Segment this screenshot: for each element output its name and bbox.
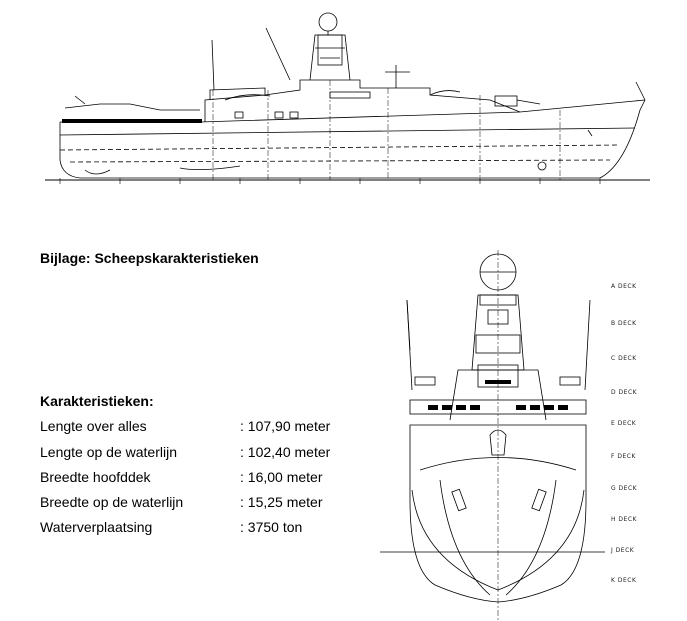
- spec-value: : 16,00 meter: [240, 469, 323, 485]
- spec-label: Waterverplaatsing: [40, 519, 153, 535]
- spec-label: Breedte hoofddek: [40, 469, 151, 485]
- spec-value: : 3750 ton: [240, 519, 303, 535]
- document-title: Bijlage: Scheepskarakteristieken: [40, 250, 259, 266]
- deck-label-f: F DECK: [611, 453, 636, 460]
- spec-label: Lengte op de waterlijn: [40, 444, 177, 460]
- specs-heading: Karakteristieken:: [40, 393, 154, 409]
- deck-label-k: K DECK: [611, 577, 637, 584]
- deck-label-e: E DECK: [611, 420, 637, 427]
- deck-label-c: C DECK: [611, 355, 637, 362]
- spec-label: Lengte over alles: [40, 418, 147, 434]
- spec-label: Breedte op de waterlijn: [40, 494, 184, 510]
- deck-label-g: G DECK: [611, 485, 638, 492]
- deck-label-d: D DECK: [611, 389, 638, 396]
- deck-label-j: J DECK: [611, 547, 635, 554]
- spec-value: : 102,40 meter: [240, 444, 331, 460]
- ship-front-elevation-drawing: [380, 250, 605, 621]
- deck-label-a: A DECK: [611, 283, 637, 290]
- spec-value: : 15,25 meter: [240, 494, 323, 510]
- ship-side-elevation-drawing: [45, 12, 650, 184]
- deck-label-b: B DECK: [611, 320, 637, 327]
- deck-label-h: H DECK: [611, 516, 637, 523]
- spec-value: : 107,90 meter: [240, 418, 331, 434]
